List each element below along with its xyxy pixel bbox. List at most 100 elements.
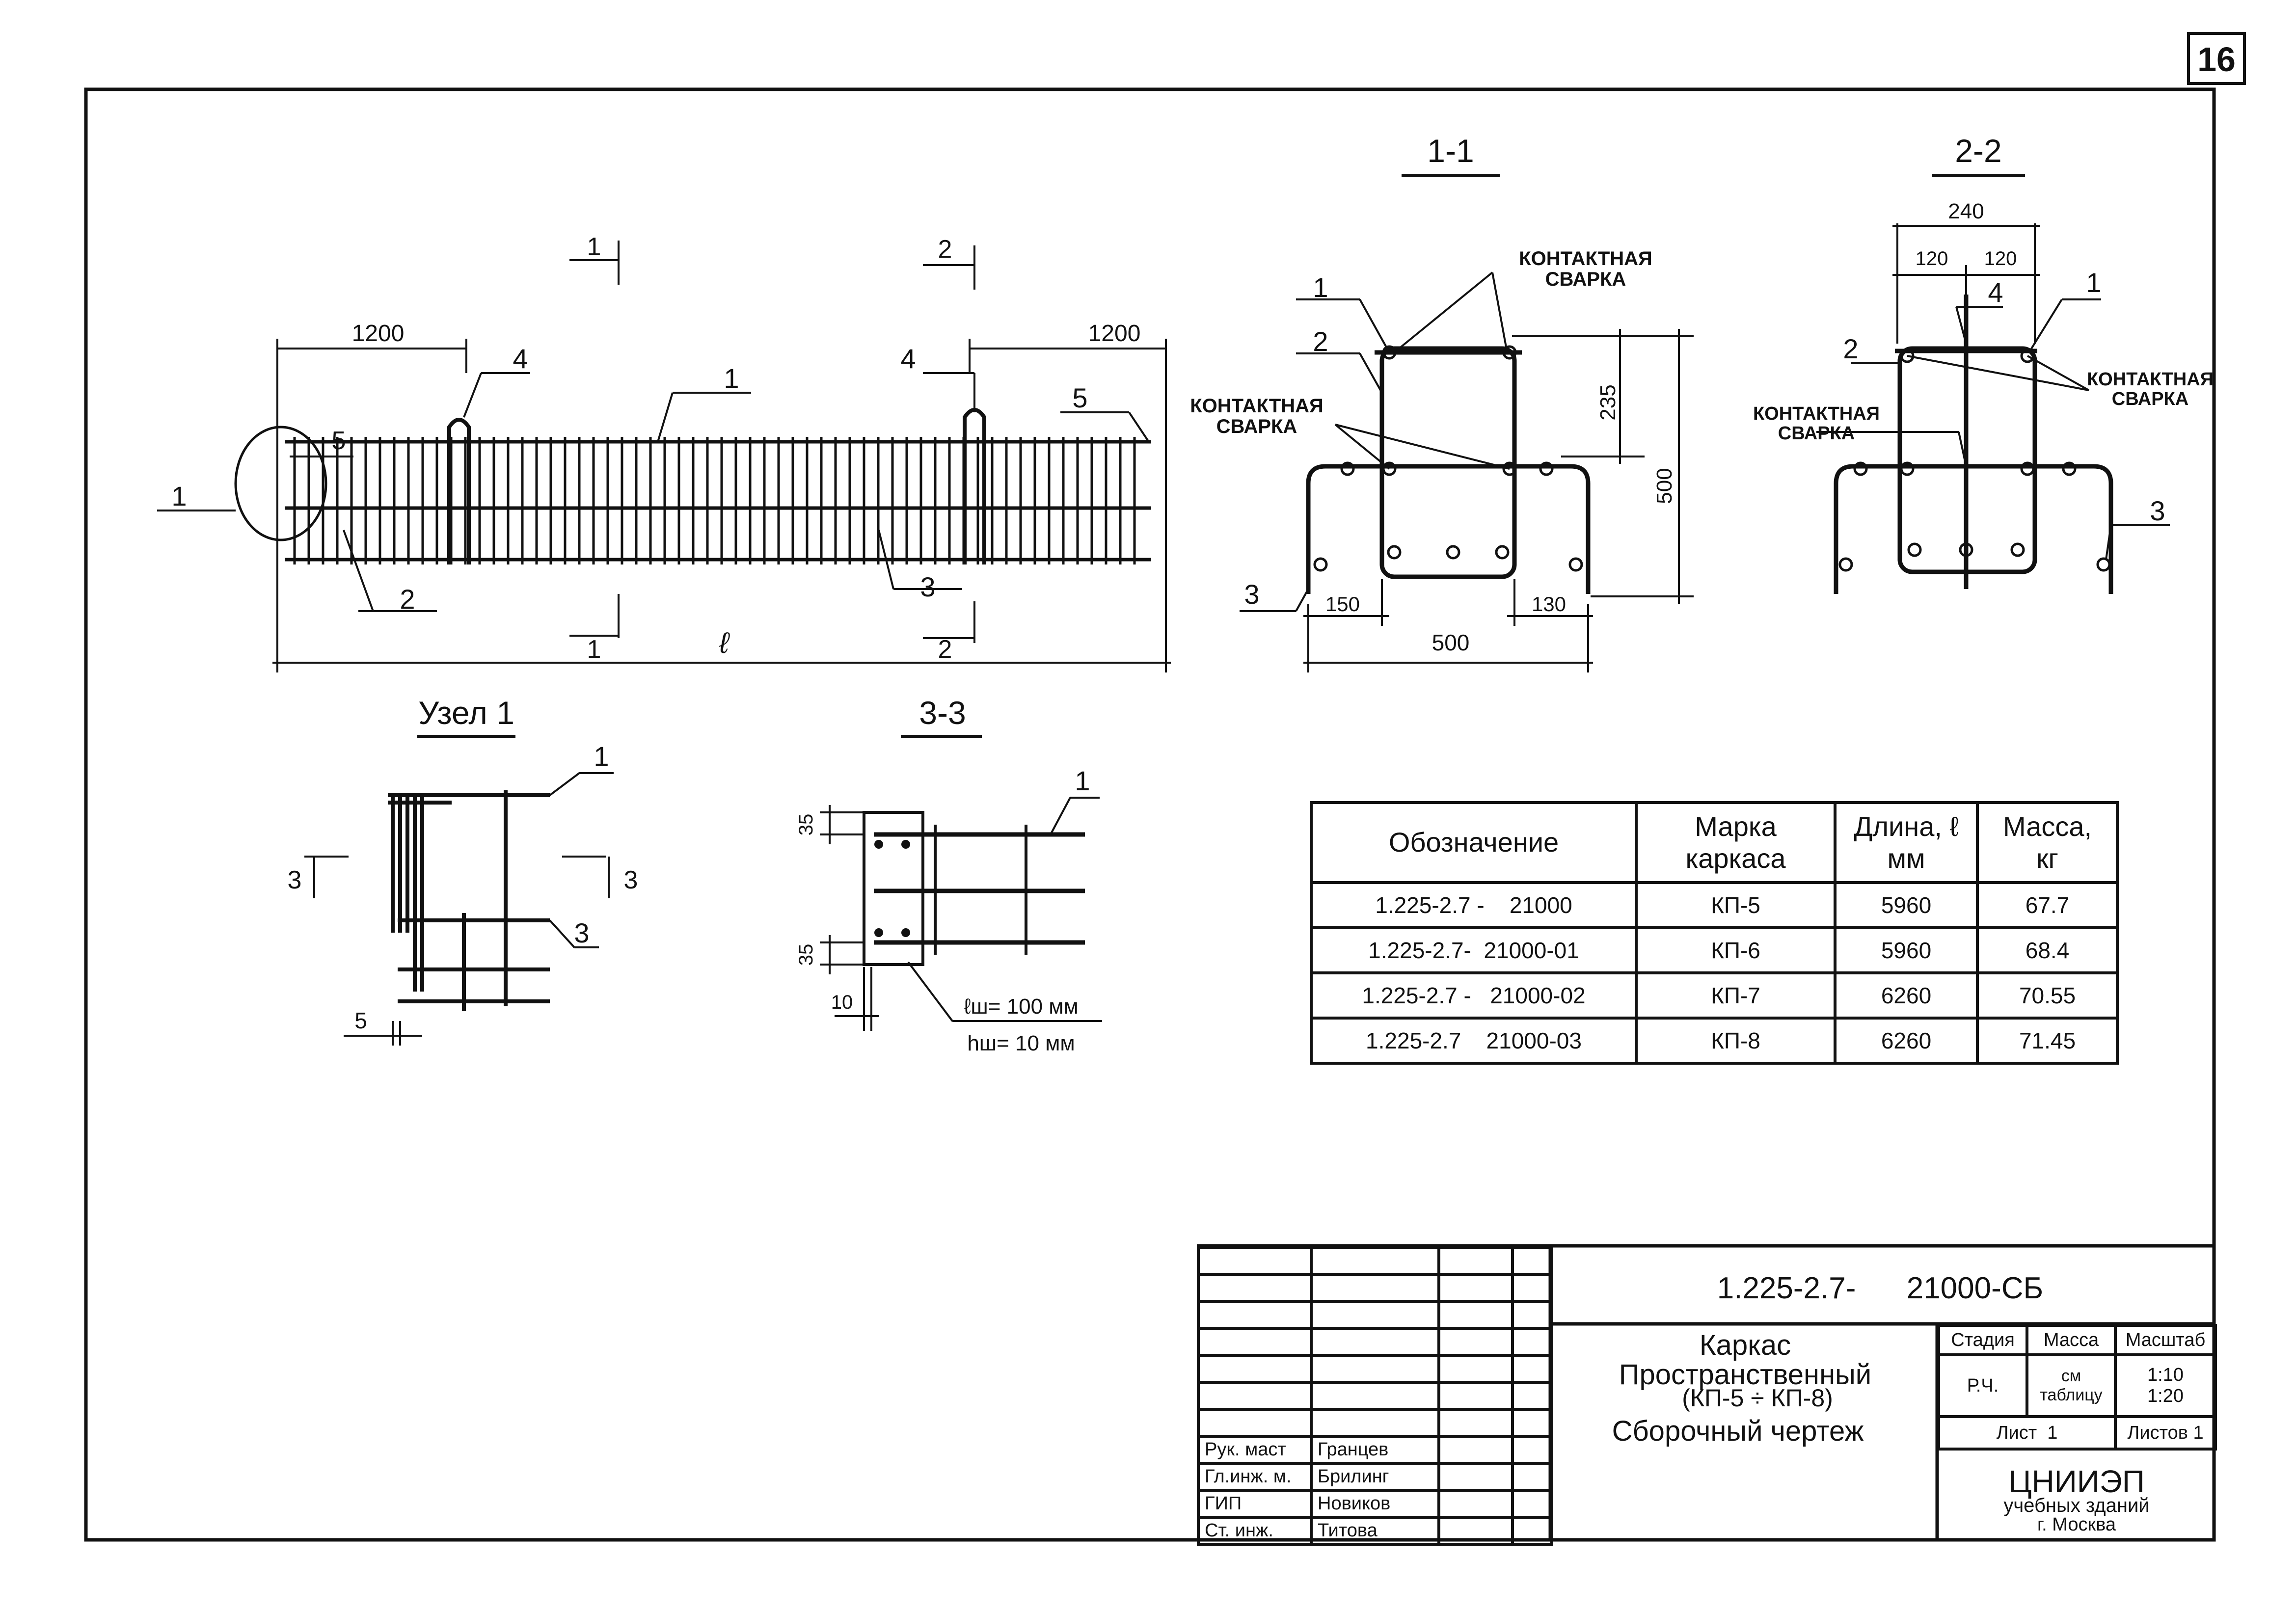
title-line-3: (КП-5 ÷ КП-8): [1682, 1384, 1833, 1412]
org-city: г. Москва: [2037, 1514, 2116, 1535]
title-block-signatures: Рук. маст Гранцев Гл.инж. м. Брилинг ГИП…: [1197, 1246, 1553, 1546]
callout-2-2-1: 1: [2086, 267, 2101, 298]
role-cell: Рук. маст: [1197, 1435, 1313, 1465]
dim-3-3-35-top: 35: [795, 814, 817, 836]
node-1-cut-left: 3: [288, 866, 302, 894]
sheet-label: Лист 1: [1937, 1415, 2117, 1451]
cut-mark-1-top: 1: [587, 233, 601, 261]
dim-1-1-500-vert: 500: [1652, 468, 1676, 504]
spec-cell: 71.45: [1976, 1017, 2119, 1065]
callout-2-2-2: 2: [1843, 333, 1858, 364]
cut-mark-2-top: 2: [938, 235, 952, 264]
section-1-1-dimensions: [1240, 271, 1694, 672]
name-cell: Новиков: [1310, 1489, 1440, 1519]
dim-span: ℓ: [719, 626, 730, 659]
section-2-2-title: 2-2: [1955, 133, 2001, 169]
callout-2-2-3: 3: [2150, 495, 2165, 526]
callout-1-1-1: 1: [1313, 272, 1328, 303]
dim-3-3-10: 10: [831, 992, 853, 1013]
dim-1-1-150: 150: [1325, 592, 1360, 616]
lifting-loops: [447, 408, 986, 564]
signature-row: Рук. маст Гранцев: [1197, 1435, 1553, 1465]
value-mass: см таблицу: [2026, 1353, 2117, 1418]
spec-row: 1.225-2.7 21000-03 КП-8 6260 71.45: [1310, 1017, 2119, 1065]
weld-height-note: hш= 10 мм: [967, 1031, 1075, 1055]
spec-row: 1.225-2.7 - 21000 КП-5 5960 67.7: [1310, 881, 2119, 929]
sheets-label: Листов 1: [2114, 1415, 2217, 1451]
node-1-callout-1: 1: [594, 741, 609, 772]
elevation-view: 1200 1200 ℓ 1 1 2 2 1 2 3 1 4 4 5 5: [157, 233, 1171, 672]
org-name: ЦНИИЭП: [2008, 1464, 2145, 1499]
drawing-frame: [84, 32, 2246, 1542]
signature-row: Ст. инж. Титова: [1197, 1516, 1553, 1546]
title-line-1: Каркас: [1700, 1329, 1791, 1361]
signature-row: Гл.инж. м. Брилинг: [1197, 1462, 1553, 1492]
spec-header-row: Обозначение Марка каркаса Длина, ℓ мм Ма…: [1310, 801, 2119, 884]
spec-row: 1.225-2.7 - 21000-02 КП-7 6260 70.55: [1310, 971, 2119, 1020]
callout-2-2-4: 4: [1988, 277, 2003, 308]
spec-cell: 68.4: [1976, 926, 2119, 974]
label-scale: Масштаб: [2114, 1324, 2217, 1356]
sheet-info: Лист 1 Листов 1: [1937, 1415, 2217, 1451]
spec-header-length: Длина, ℓ мм: [1834, 801, 1979, 884]
section-3-3-callout-1: 1: [1075, 765, 1090, 796]
spec-header-mark: Марка каркаса: [1635, 801, 1837, 884]
param-labels: Стадия Масса Масштаб: [1937, 1324, 2217, 1356]
dim-2-2-120a: 120: [1916, 248, 1948, 269]
label-mass: Масса: [2026, 1324, 2117, 1356]
section-3-3: 3-3 1 35: [795, 695, 1102, 1055]
spec-cell: 1.225-2.7- 21000-01: [1310, 926, 1638, 974]
callout-1: 1: [724, 363, 739, 394]
spec-cell: 6260: [1834, 1017, 1979, 1065]
section-2-2-bars: [1834, 295, 2113, 594]
section-2-2-longitudinal-bars: [1838, 349, 2111, 572]
value-stage: Р.Ч.: [1937, 1353, 2028, 1418]
spec-cell: 5960: [1834, 881, 1979, 929]
dim-1-1-500-horiz: 500: [1432, 630, 1470, 655]
dim-1-1-235: 235: [1596, 384, 1620, 420]
node-1-title: Узел 1: [418, 695, 514, 731]
dim-1-1-130: 130: [1532, 592, 1566, 616]
elevation-dimensions: [157, 241, 1171, 672]
dim-left: 1200: [352, 321, 405, 347]
name-cell: Титова: [1310, 1516, 1440, 1546]
section-1-1: 1-1: [1190, 133, 1694, 672]
node-1-circle: [234, 426, 327, 541]
signature-row: ГИП Новиков: [1197, 1489, 1553, 1519]
title-block-parameters: Стадия Масса Масштаб Р.Ч. см таблицу 1:1…: [1937, 1324, 2217, 1451]
cut-mark-2-bottom: 2: [938, 635, 952, 664]
role-cell: ГИП: [1197, 1489, 1313, 1519]
section-1-1-title: 1-1: [1427, 133, 1474, 169]
spec-cell: 5960: [1834, 926, 1979, 974]
spec-cell: 1.225-2.7 - 21000: [1310, 881, 1638, 929]
spec-table: Обозначение Марка каркаса Длина, ℓ мм Ма…: [1310, 801, 2119, 1065]
callout-4-left: 4: [513, 343, 528, 374]
section-2-2-dimensions: [1816, 223, 2170, 560]
spec-cell: КП-8: [1635, 1017, 1837, 1065]
dim-2-2-120b: 120: [1984, 248, 2017, 269]
spec-cell: 70.55: [1976, 971, 2119, 1020]
callout-3: 3: [920, 571, 935, 602]
spec-cell: 6260: [1834, 971, 1979, 1020]
title-line-2: Пространственный: [1619, 1359, 1871, 1391]
section-3-3-plates: [863, 811, 1085, 966]
node-1-detail: Узел 1 1: [288, 695, 638, 1046]
sheet-number: 16: [2197, 40, 2236, 79]
spec-cell: 1.225-2.7 - 21000-02: [1310, 971, 1638, 1020]
section-3-3-title: 3-3: [919, 695, 966, 731]
callout-5-left: 5: [332, 427, 346, 455]
node-1-bars: [388, 790, 550, 1011]
section-3-3-dimensions: [820, 797, 1102, 1031]
spec-row: 1.225-2.7- 21000-01 КП-6 5960 68.4: [1310, 926, 2119, 974]
param-values: Р.Ч. см таблицу 1:10 1:20: [1937, 1353, 2217, 1418]
stirrups: [293, 437, 1136, 564]
section-3-3-weld-marks: [874, 840, 910, 937]
node-1-leaders: [304, 772, 614, 1046]
callout-1-1-2: 2: [1313, 326, 1328, 357]
dim-right: 1200: [1088, 321, 1141, 347]
dim-2-2-240: 240: [1948, 199, 1984, 223]
spec-header-mass: Масса, кг: [1976, 801, 2119, 884]
